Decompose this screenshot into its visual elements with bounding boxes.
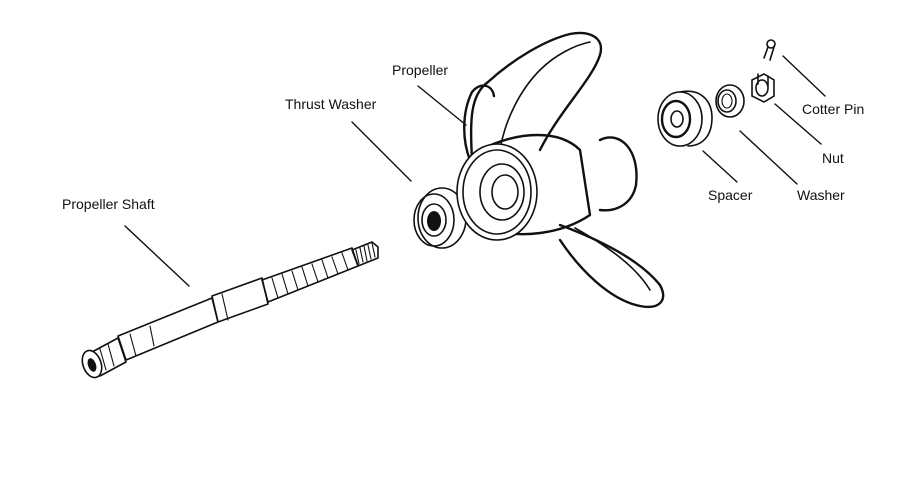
propeller [456,31,665,309]
cotter-pin [763,39,776,61]
propeller-shaft-label: Propeller Shaft [62,196,155,212]
cotter-pin-label: Cotter Pin [802,101,864,117]
spacer-label: Spacer [708,187,753,203]
washer-label: Washer [797,187,845,203]
washer [715,84,745,118]
propeller-shaft [81,241,379,379]
spacer [657,90,713,147]
leader-lines [124,55,826,287]
thrust-washer [413,187,467,249]
propeller-label: Propeller [392,62,448,78]
nut-label: Nut [822,150,844,166]
thrust-washer-label: Thrust Washer [285,96,377,112]
nut [751,73,775,103]
